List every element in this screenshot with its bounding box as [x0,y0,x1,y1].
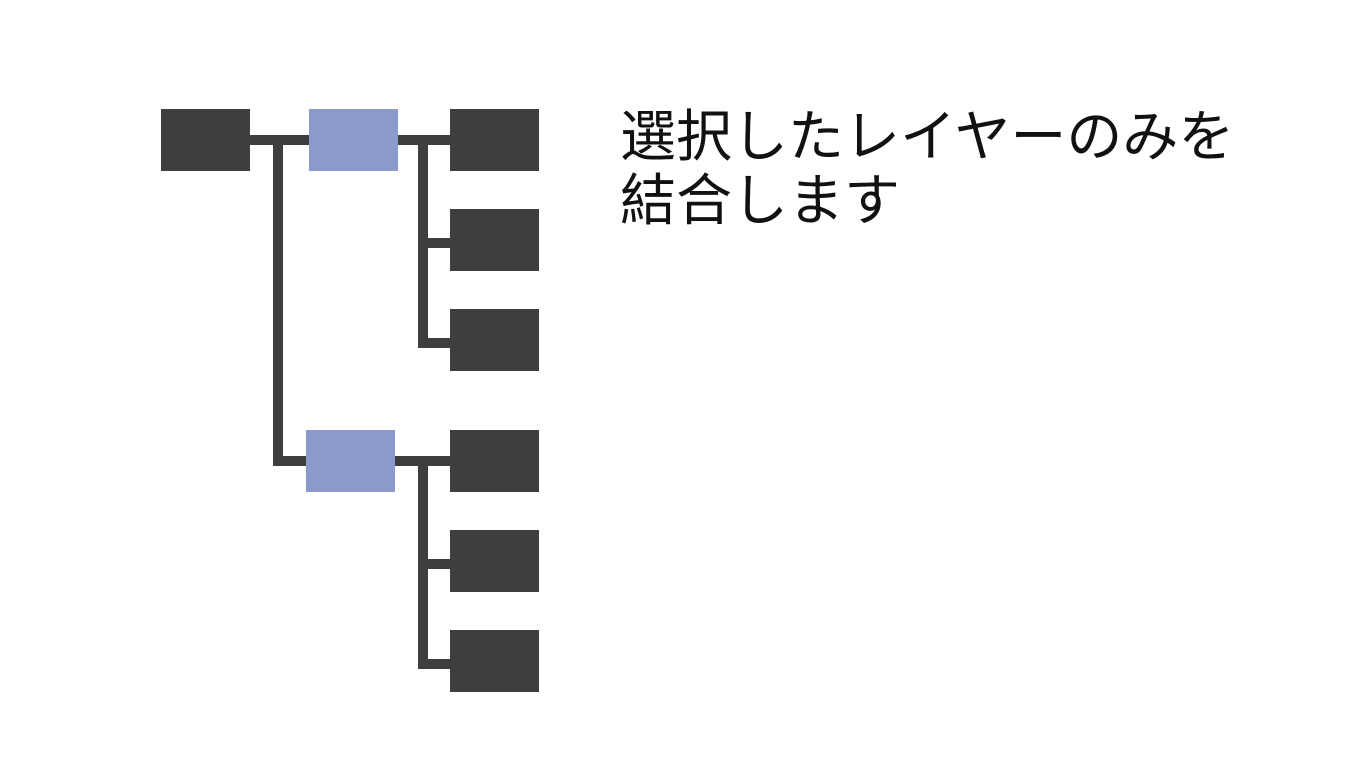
description-line-1: 選択したレイヤーのみを [620,105,1235,170]
connector [418,338,450,348]
connector [418,559,450,569]
selected-layer-group-1 [309,109,398,171]
child-layer [450,530,539,592]
child-layer [450,630,539,692]
connector [418,659,450,669]
description-text: 選択したレイヤーのみを 結合します [620,106,1234,234]
root-layer [161,109,250,171]
connector [273,135,283,466]
child-layer [450,430,539,492]
connector [273,456,306,466]
child-layer [450,209,539,271]
child-layer [450,109,539,171]
child-layer [450,309,539,371]
description-line-2: 結合します [620,169,900,234]
connector [418,238,450,248]
selected-layer-group-2 [306,430,395,492]
